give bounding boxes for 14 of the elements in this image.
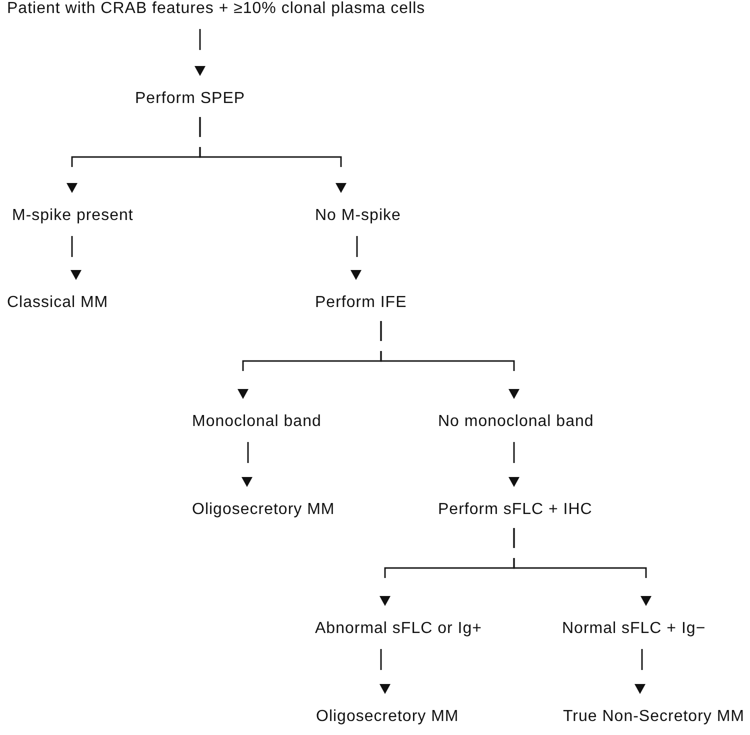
step-label: Oligosecretory MM: [192, 501, 335, 519]
step-label: Perform sFLC + IHC: [438, 501, 592, 519]
step-label: Oligosecretory MM: [316, 708, 459, 726]
step-label: True Non-Secretory MM: [563, 708, 744, 726]
step-label: Patient with CRAB features + ≥10% clonal plasma cells: [7, 0, 426, 18]
step-label: M-spike present: [12, 207, 134, 225]
step-label: Classical MM: [7, 294, 108, 312]
step-label: Monoclonal band: [192, 413, 322, 431]
step-label: Normal sFLC + Ig−: [562, 620, 706, 638]
step-label: Abnormal sFLC or Ig+: [315, 620, 482, 638]
step-label: No monoclonal band: [438, 413, 594, 431]
step-label: Perform IFE: [315, 294, 407, 312]
step-label: Perform SPEP: [135, 90, 246, 108]
step-label: No M-spike: [315, 207, 401, 225]
